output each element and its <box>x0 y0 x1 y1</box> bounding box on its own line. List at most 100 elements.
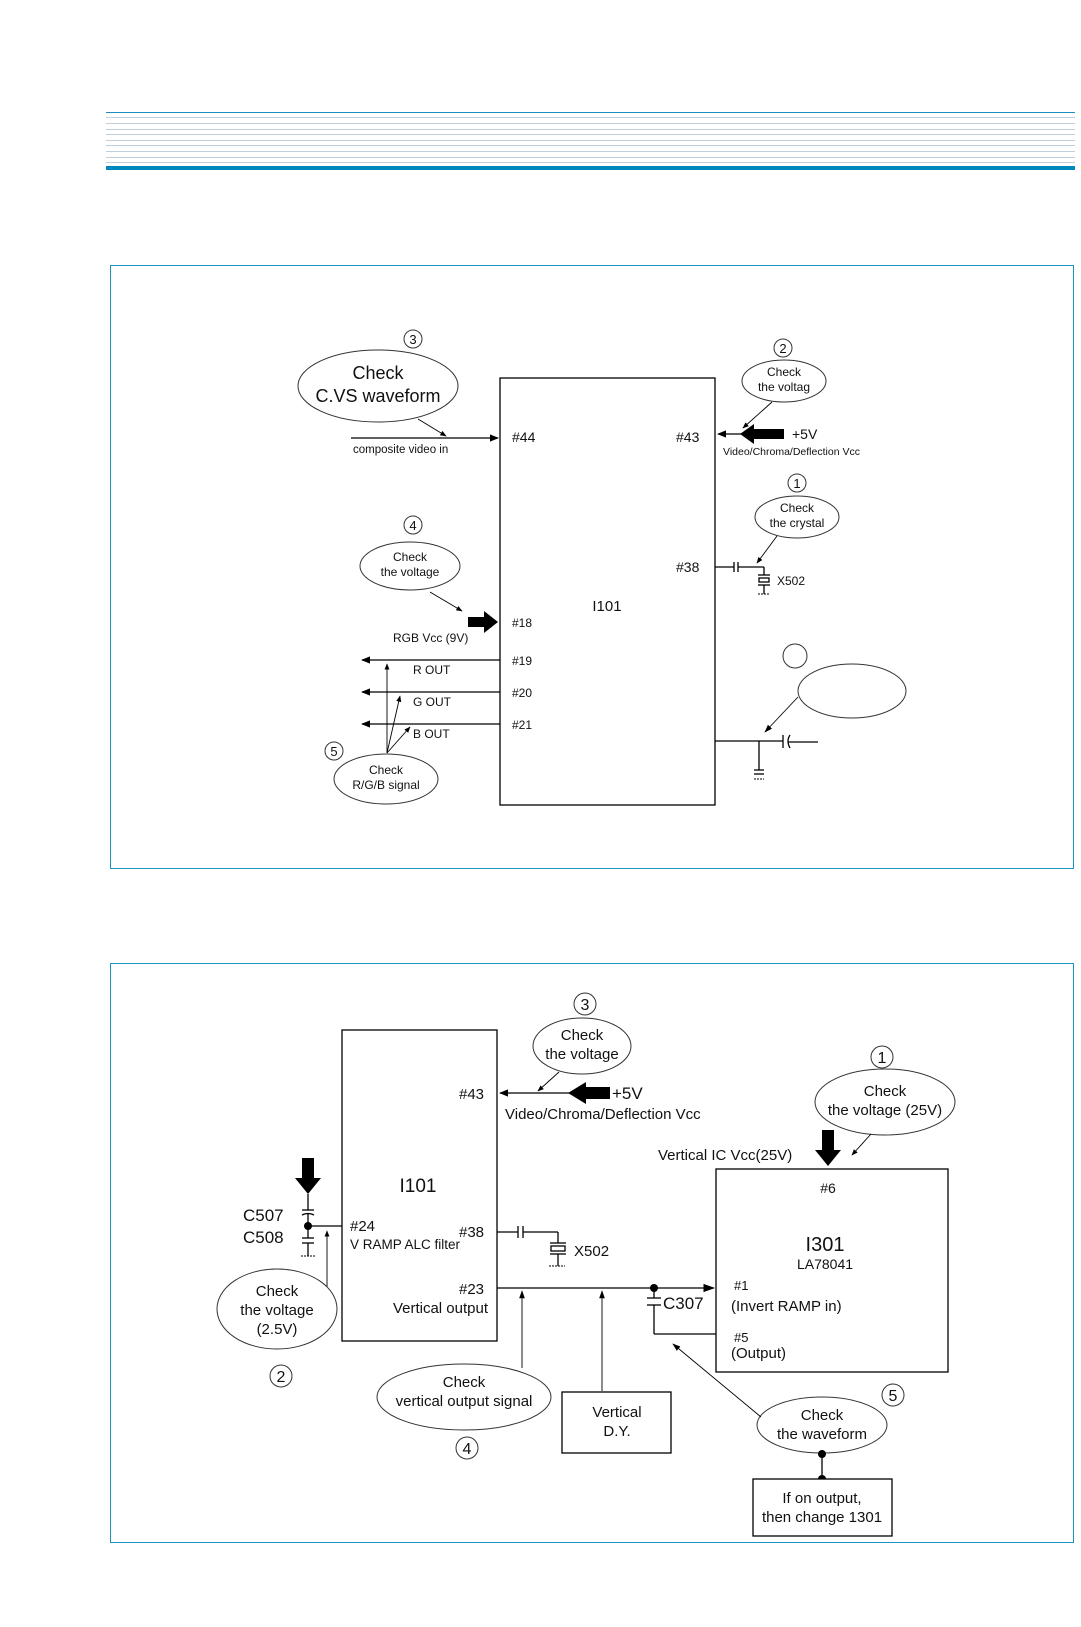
check-number: 1 <box>878 1050 887 1067</box>
pin-label: #19 <box>512 654 532 668</box>
check-number-badge <box>881 1383 905 1407</box>
vertical-dy-box <box>561 1391 672 1454</box>
ic-label: I101 <box>592 598 621 615</box>
pin-label: #18 <box>512 616 532 630</box>
pin-desc: Vertical output <box>393 1300 489 1317</box>
signal-label: Video/Chroma/Deflection Vcc <box>505 1106 701 1123</box>
pin-desc: V RAMP ALC filter <box>350 1237 461 1252</box>
pin-label: #38 <box>676 559 700 575</box>
check-number-badge-empty <box>782 643 808 669</box>
check-line2: the crystal <box>770 516 825 530</box>
check-line3: (2.5V) <box>257 1321 298 1338</box>
header-rule <box>106 151 1075 152</box>
check-line1: Check <box>780 501 815 515</box>
signal-label: RGB Vcc (9V) <box>393 631 468 645</box>
pointer-arrow <box>537 1071 560 1092</box>
header-rule <box>106 117 1075 118</box>
diagram2: I101 #6 I301 LA78041 #1 (Invert RAMP in)… <box>216 992 956 1537</box>
header-rule <box>106 140 1075 141</box>
header-rule <box>106 123 1075 124</box>
check-number: 3 <box>581 997 590 1014</box>
pointer-arrow <box>672 1343 762 1418</box>
pin-label: #43 <box>459 1086 484 1103</box>
check-number: 1 <box>793 476 800 491</box>
check-line1: Check <box>864 1083 907 1100</box>
signal-label: Video/Chroma/Deflection Vcc <box>723 446 860 458</box>
check-number-badge <box>573 992 597 1016</box>
check-line2: the waveform <box>777 1426 867 1443</box>
pin-label: #6 <box>820 1180 836 1196</box>
filter-capacitor-network <box>715 734 818 780</box>
diagram1: I101 3 Check C.VS waveform composite vid… <box>297 329 907 806</box>
pointer-arrow <box>417 418 447 437</box>
check-line2: C.VS waveform <box>315 386 440 406</box>
capacitor-c307 <box>647 1284 716 1335</box>
ic-i101-box <box>341 1029 498 1342</box>
box-line2: then change 1301 <box>762 1509 882 1526</box>
check-number-badge <box>324 741 344 761</box>
check-line1: Check <box>369 763 404 777</box>
check-line1: Check <box>256 1283 299 1300</box>
check-bubble-empty <box>797 663 907 719</box>
check-number: 5 <box>330 744 337 759</box>
pin-label: #44 <box>512 429 536 445</box>
check-number: 2 <box>277 1369 286 1386</box>
check-number-badge <box>403 515 423 535</box>
diagram-panel-rgb-check <box>110 265 1074 869</box>
header-bottom-rule <box>106 166 1075 170</box>
crystal-x502 <box>497 1226 566 1267</box>
header-rule <box>106 162 1075 163</box>
supply-arrow <box>295 1158 321 1194</box>
check-bubble <box>359 541 461 591</box>
supply-arrow <box>815 1130 841 1166</box>
pointer-arrow <box>764 696 799 733</box>
component-label: C508 <box>243 1228 284 1247</box>
check-bubble <box>216 1268 338 1350</box>
check-line1: Check <box>352 363 404 383</box>
pin-label: #43 <box>676 429 700 445</box>
check-number: 4 <box>463 1441 472 1458</box>
check-line2: the voltage <box>240 1302 313 1319</box>
pin-label: #20 <box>512 686 532 700</box>
ic-label: I101 <box>400 1176 437 1197</box>
ic-part-number: LA78041 <box>797 1256 853 1272</box>
component-label: X502 <box>574 1243 609 1260</box>
check-number-badge <box>403 329 423 349</box>
pointer-arrow <box>429 591 463 612</box>
check-line1: Check <box>561 1027 604 1044</box>
header-rule <box>106 145 1075 146</box>
check-bubble <box>532 1017 632 1075</box>
capacitor-c507-c508 <box>301 1194 342 1257</box>
check-line2: the voltage (25V) <box>828 1102 942 1119</box>
ic-i301-box <box>715 1168 949 1373</box>
supply-arrow <box>568 1082 610 1104</box>
pointer-arrow <box>386 695 402 754</box>
box-line1: Vertical <box>592 1404 641 1421</box>
pin-desc: (Output) <box>731 1345 786 1362</box>
check-bubble <box>333 753 439 805</box>
check-line1: Check <box>443 1374 486 1391</box>
check-line2: vertical output signal <box>396 1393 533 1410</box>
signal-label: B OUT <box>413 727 450 741</box>
signal-label: +5V <box>792 426 818 442</box>
check-line2: the voltag <box>758 380 810 394</box>
crystal-x502 <box>715 562 770 595</box>
pointer-arrow <box>386 726 411 754</box>
pin-label: #24 <box>350 1218 375 1235</box>
pin-label: #1 <box>734 1278 748 1293</box>
signal-label: R OUT <box>413 663 451 677</box>
signal-label: +5V <box>612 1084 643 1103</box>
check-number-badge <box>787 473 807 493</box>
check-bubble <box>376 1363 552 1431</box>
check-bubble <box>741 359 827 403</box>
pin-label: #23 <box>459 1281 484 1298</box>
component-label: C307 <box>663 1294 704 1313</box>
check-number-badge <box>870 1045 894 1069</box>
action-box <box>752 1478 893 1537</box>
pointer-arrow <box>756 535 778 564</box>
check-line1: Check <box>393 550 428 564</box>
check-number: 5 <box>889 1388 898 1405</box>
pin-desc: (Invert RAMP in) <box>731 1298 842 1315</box>
box-line1: If on output, <box>782 1490 861 1507</box>
